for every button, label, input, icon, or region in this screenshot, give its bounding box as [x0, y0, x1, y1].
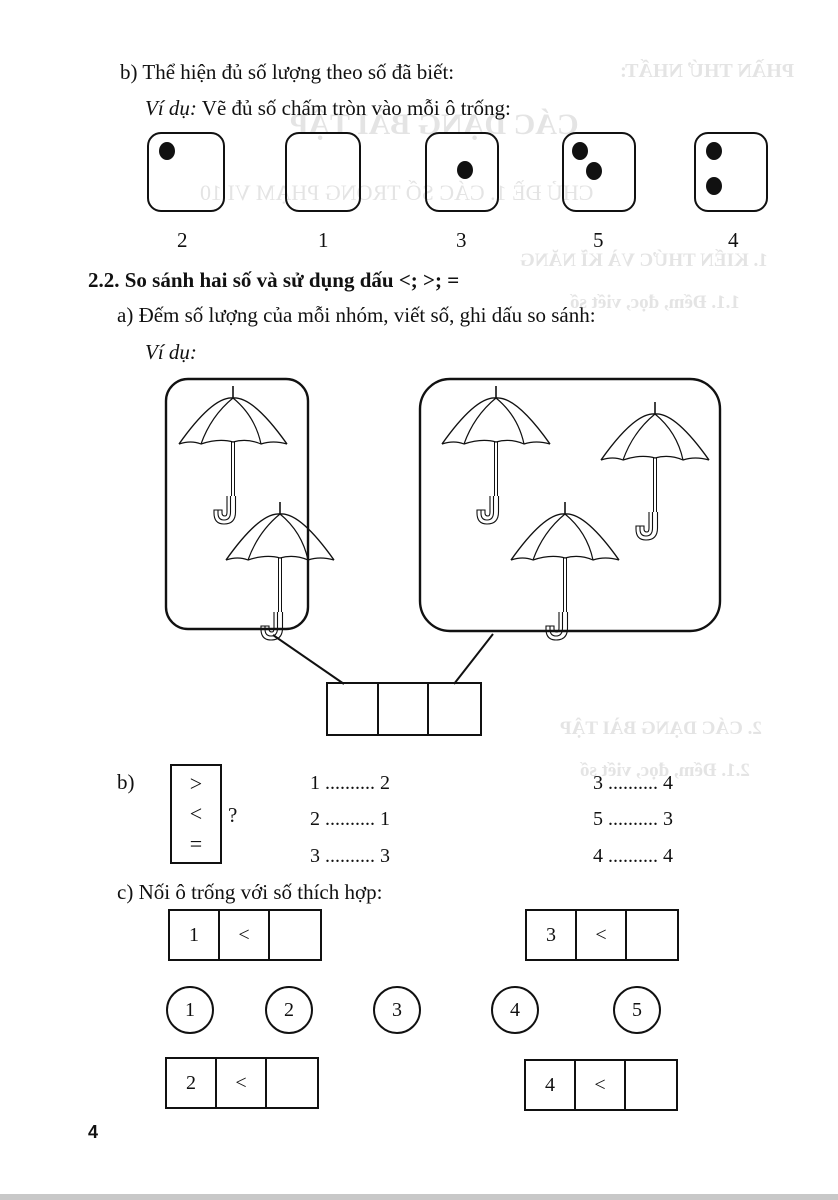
sign-greater: >: [189, 771, 203, 796]
match-cell-blank[interactable]: [626, 1061, 676, 1109]
box-number: 5: [593, 228, 604, 252]
match-cell-sign: <: [217, 1059, 267, 1107]
number-circle-3[interactable]: 3: [373, 986, 421, 1034]
part-a-answer-cells: [326, 682, 482, 736]
number-circle-2[interactable]: 2: [265, 986, 313, 1034]
number-circle-4[interactable]: 4: [491, 986, 539, 1034]
scan-edge: [0, 1194, 838, 1200]
comparison-item[interactable]: 1 .......... 2: [310, 772, 390, 794]
dot-box-2[interactable]: [285, 132, 361, 212]
part-a-example-label: Ví dụ:: [145, 340, 197, 364]
match-cell-number: 4: [526, 1061, 576, 1109]
section-b-example: Ví dụ: Vẽ đủ số chấm tròn vào mỗi ô trốn…: [145, 98, 511, 119]
number-circle-1[interactable]: 1: [166, 986, 214, 1034]
dot-box-4[interactable]: [562, 132, 636, 212]
box-number: 1: [318, 228, 329, 252]
match-row-1: 1 <: [168, 909, 322, 961]
answer-cell-sign[interactable]: [379, 684, 429, 734]
match-cell-blank[interactable]: [267, 1059, 317, 1107]
match-cell-blank[interactable]: [270, 911, 320, 959]
sign-less: <: [189, 801, 203, 826]
comparison-item[interactable]: 3 .......... 4: [593, 772, 673, 794]
match-cell-blank[interactable]: [627, 911, 677, 959]
match-cell-sign: <: [220, 911, 270, 959]
example-text: Vẽ đủ số chấm tròn vào mỗi ô trống:: [196, 96, 511, 120]
dot-box-5[interactable]: [694, 132, 768, 212]
match-cell-sign: <: [577, 911, 627, 959]
box-number: 4: [728, 228, 739, 252]
comparison-item[interactable]: 4 .......... 4: [593, 845, 673, 867]
dot-box-3[interactable]: [425, 132, 499, 212]
dot: [159, 142, 175, 160]
match-row-4: 4 <: [524, 1059, 678, 1111]
page-number: 4: [88, 1122, 99, 1142]
match-row-3: 2 <: [165, 1057, 319, 1109]
dot: [457, 161, 473, 179]
answer-cell-left-count[interactable]: [328, 684, 379, 734]
match-cell-sign: <: [576, 1061, 626, 1109]
dot: [572, 142, 588, 160]
comparison-item[interactable]: 3 .......... 3: [310, 845, 390, 867]
dot-box-1[interactable]: [147, 132, 225, 212]
sign-choices-box: > < =: [170, 764, 222, 864]
right-group-box: [418, 377, 722, 633]
question-mark: ?: [228, 803, 238, 827]
left-group-box: [164, 377, 310, 631]
part-c-title: c) Nối ô trống với số thích hợp:: [117, 880, 383, 904]
part-a-title: a) Đếm số lượng của mỗi nhóm, viết số, g…: [117, 303, 596, 327]
sign-equal: =: [189, 831, 203, 856]
section-2-2-heading: 2.2. So sánh hai số và sử dụng dấu <; >;…: [88, 268, 460, 292]
match-cell-number: 2: [167, 1059, 217, 1107]
box-number: 2: [177, 228, 188, 252]
dot: [706, 177, 722, 195]
box-number: 3: [456, 228, 467, 252]
part-b-label: b): [117, 770, 135, 794]
match-row-2: 3 <: [525, 909, 679, 961]
match-cell-number: 1: [170, 911, 220, 959]
answer-cell-right-count[interactable]: [429, 684, 480, 734]
number-circle-5[interactable]: 5: [613, 986, 661, 1034]
match-cell-number: 3: [527, 911, 577, 959]
dot: [586, 162, 602, 180]
comparison-item[interactable]: 5 .......... 3: [593, 808, 673, 830]
comparison-item[interactable]: 2 .......... 1: [310, 808, 390, 830]
example-label: Ví dụ:: [145, 96, 197, 120]
section-b-title: b) Thể hiện đủ số lượng theo số đã biết:: [120, 60, 455, 84]
dot: [706, 142, 722, 160]
